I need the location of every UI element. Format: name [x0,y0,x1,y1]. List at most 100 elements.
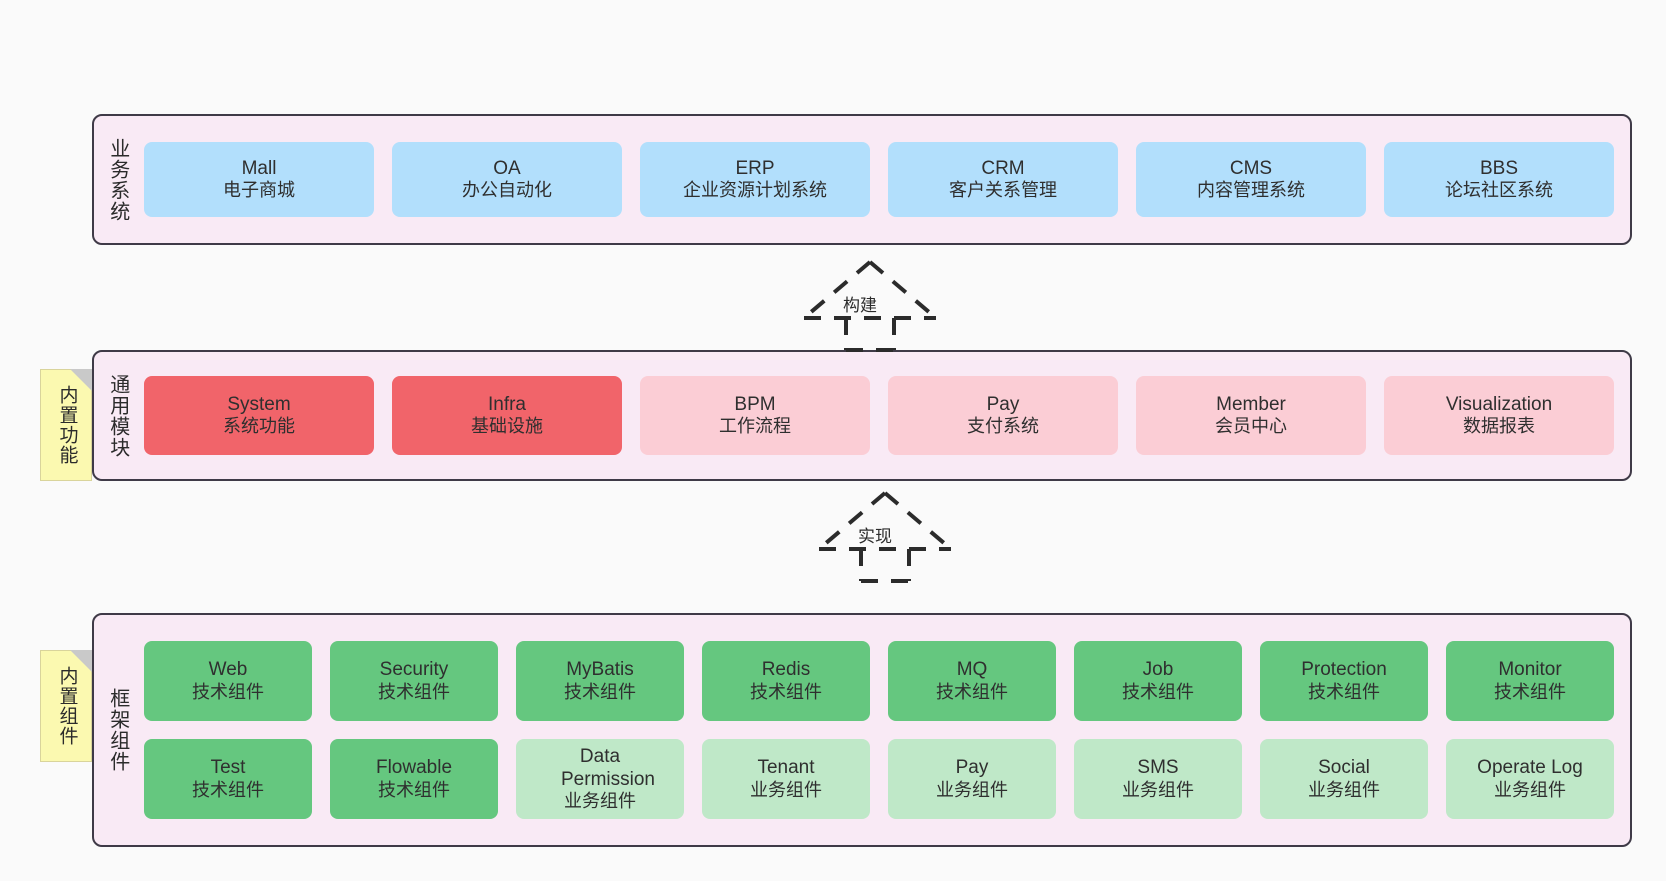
layer-title-common-modules: 通用模块 [106,373,129,458]
card-row: Test 技术组件 Flowable 技术组件 Data Permission … [144,739,1614,819]
card-mybatis[interactable]: MyBatis 技术组件 [516,641,684,721]
card-subtitle: 客户关系管理 [949,180,1057,201]
layer-framework-components: 框架组件 Web 技术组件 Security 技术组件 MyBatis 技术组件… [92,613,1632,847]
card-title: Redis [761,659,811,681]
card-title: BBS [1479,157,1519,179]
card-crm[interactable]: CRM 客户关系管理 [888,142,1118,217]
card-title: Data Permission [561,745,655,791]
card-title: Flowable [375,757,453,779]
card-title: CRM [981,157,1025,179]
card-title: MQ [956,659,988,681]
card-web[interactable]: Web 技术组件 [144,641,312,721]
card-title: Security [379,659,449,681]
card-title: Pay [986,393,1020,415]
card-title: MyBatis [566,659,634,681]
card-title: Pay [955,757,989,779]
card-subtitle: 技术组件 [192,779,264,800]
note-text: 内置组件 [56,666,78,746]
card-monitor[interactable]: Monitor 技术组件 [1446,641,1614,721]
card-title: System [227,393,291,415]
card-subtitle: 工作流程 [719,416,791,437]
card-mall[interactable]: Mall 电子商城 [144,142,374,217]
layer-body-common-modules: System 系统功能 Infra 基础设施 BPM 工作流程 Pay 支付系统… [140,352,1630,479]
card-subtitle: 技术组件 [750,681,822,702]
card-row: Mall 电子商城 OA 办公自动化 ERP 企业资源计划系统 CRM 客户关系… [144,142,1614,217]
connector-implement-label: 实现 [855,522,895,547]
layer-title-business-systems: 业务系统 [106,137,129,222]
card-title: OA [493,157,521,179]
card-subtitle: 技术组件 [1122,681,1194,702]
card-row: System 系统功能 Infra 基础设施 BPM 工作流程 Pay 支付系统… [144,376,1614,455]
card-row: Web 技术组件 Security 技术组件 MyBatis 技术组件 Redi… [144,641,1614,721]
card-system[interactable]: System 系统功能 [144,376,374,455]
card-title: ERP [735,157,775,179]
card-erp[interactable]: ERP 企业资源计划系统 [640,142,870,217]
layer-common-modules: 通用模块 System 系统功能 Infra 基础设施 BPM 工作流程 Pay… [92,350,1632,481]
card-subtitle: 支付系统 [967,416,1039,437]
card-title: Tenant [757,757,815,779]
connector-build-label: 构建 [840,291,880,316]
card-subtitle: 企业资源计划系统 [683,180,827,201]
card-operate-log[interactable]: Operate Log 业务组件 [1446,739,1614,819]
card-subtitle: 电子商城 [223,180,295,201]
card-subtitle: 技术组件 [192,681,264,702]
layer-body-framework-components: Web 技术组件 Security 技术组件 MyBatis 技术组件 Redi… [140,615,1630,845]
card-visualization[interactable]: Visualization 数据报表 [1384,376,1614,455]
card-subtitle: 办公自动化 [462,180,552,201]
layer-body-business-systems: Mall 电子商城 OA 办公自动化 ERP 企业资源计划系统 CRM 客户关系… [140,116,1630,243]
card-title: Member [1216,393,1286,415]
card-subtitle: 业务组件 [1494,779,1566,800]
note-builtin-components: 内置组件 [40,650,92,762]
card-test[interactable]: Test 技术组件 [144,739,312,819]
card-title: BPM [734,393,776,415]
card-subtitle: 数据报表 [1463,416,1535,437]
connector-implement-arrow [817,491,953,583]
card-redis[interactable]: Redis 技术组件 [702,641,870,721]
card-title: Visualization [1445,393,1553,415]
card-infra[interactable]: Infra 基础设施 [392,376,622,455]
card-subtitle: 技术组件 [1308,681,1380,702]
card-pay[interactable]: Pay 支付系统 [888,376,1118,455]
card-data-permission[interactable]: Data Permission 业务组件 [516,739,684,819]
card-title: Mall [241,157,277,179]
card-subtitle: 业务组件 [936,779,1008,800]
card-subtitle: 业务组件 [1122,779,1194,800]
card-subtitle: 技术组件 [1494,681,1566,702]
card-tenant[interactable]: Tenant 业务组件 [702,739,870,819]
card-subtitle: 技术组件 [936,681,1008,702]
layer-business-systems: 业务系统 Mall 电子商城 OA 办公自动化 ERP 企业资源计划系统 CRM… [92,114,1632,245]
card-title: Test [210,757,246,779]
card-sms[interactable]: SMS 业务组件 [1074,739,1242,819]
card-subtitle: 技术组件 [564,681,636,702]
card-bbs[interactable]: BBS 论坛社区系统 [1384,142,1614,217]
card-title: Monitor [1498,659,1562,681]
card-title: Job [1142,659,1174,681]
card-mq[interactable]: MQ 技术组件 [888,641,1056,721]
card-security[interactable]: Security 技术组件 [330,641,498,721]
card-flowable[interactable]: Flowable 技术组件 [330,739,498,819]
layer-title-framework-components: 框架组件 [106,688,129,772]
card-pay-component[interactable]: Pay 业务组件 [888,739,1056,819]
card-subtitle: 业务组件 [1308,779,1380,800]
card-title: Web [208,659,248,681]
card-title: SMS [1137,757,1179,779]
card-cms[interactable]: CMS 内容管理系统 [1136,142,1366,217]
card-social[interactable]: Social 业务组件 [1260,739,1428,819]
card-subtitle: 论坛社区系统 [1445,180,1553,201]
card-subtitle: 基础设施 [471,416,543,437]
card-job[interactable]: Job 技术组件 [1074,641,1242,721]
card-oa[interactable]: OA 办公自动化 [392,142,622,217]
card-bpm[interactable]: BPM 工作流程 [640,376,870,455]
card-title: Infra [487,393,527,415]
card-protection[interactable]: Protection 技术组件 [1260,641,1428,721]
note-builtin-features: 内置功能 [40,369,92,481]
card-subtitle: 系统功能 [223,416,295,437]
card-subtitle: 会员中心 [1215,416,1287,437]
card-member[interactable]: Member 会员中心 [1136,376,1366,455]
connector-build-arrow [802,260,938,352]
card-subtitle: 技术组件 [378,779,450,800]
card-title: Operate Log [1477,757,1583,779]
note-text: 内置功能 [56,385,78,465]
card-title: CMS [1229,157,1273,179]
